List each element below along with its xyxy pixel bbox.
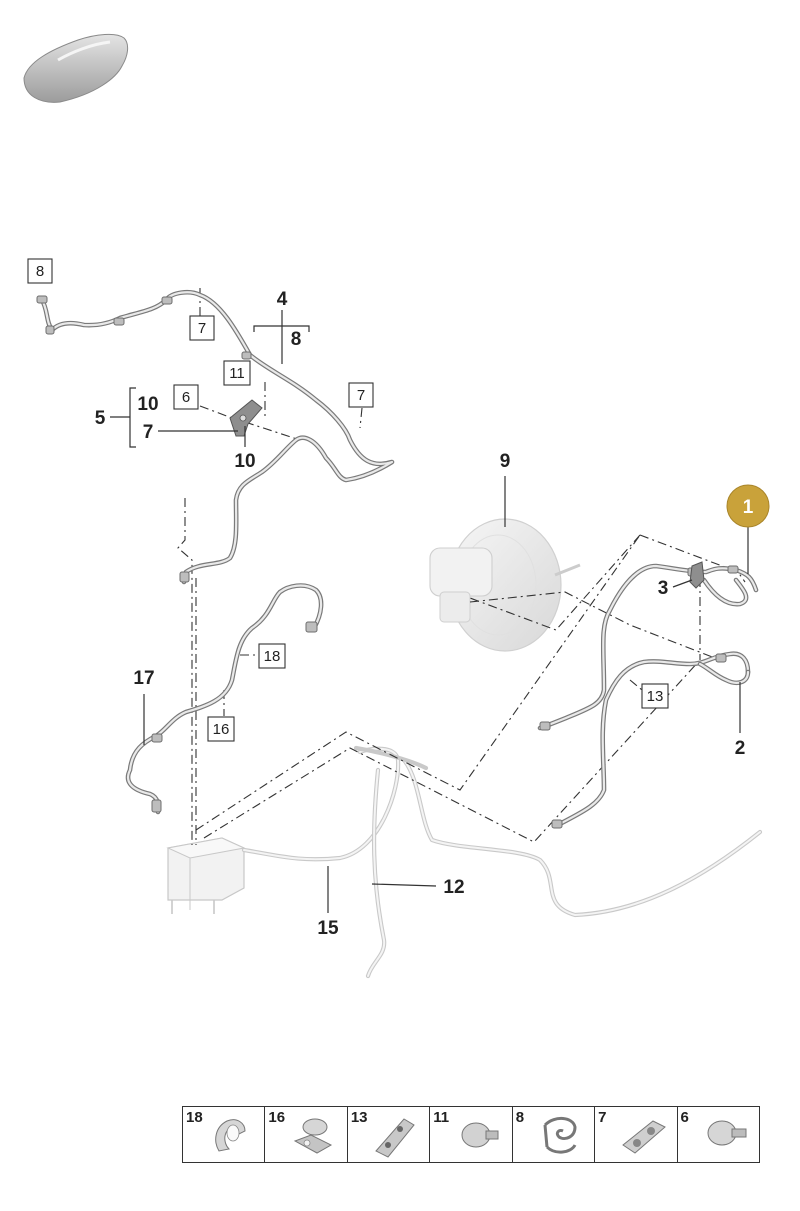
bolt-icon — [461, 1122, 499, 1148]
boxed-ref-7-top: 7 — [189, 315, 215, 341]
svg-text:18: 18 — [264, 648, 281, 665]
spring-clip-icon — [543, 1117, 577, 1154]
rear-left-brake-line — [125, 583, 324, 815]
callout-2: 2 — [735, 738, 746, 759]
legend-number: 7 — [598, 1109, 607, 1126]
legend-number: 16 — [268, 1109, 286, 1126]
legend-cell-16[interactable]: 16 — [265, 1107, 348, 1162]
boxed-ref-6: 6 — [173, 384, 199, 410]
screw-icon — [707, 1120, 747, 1146]
brake-booster-ghost — [429, 518, 581, 652]
line-bracket-right — [689, 561, 705, 589]
boxed-ref-16: 16 — [207, 716, 235, 742]
boxed-ref-18: 18 — [258, 643, 286, 669]
legend-cell-11[interactable]: 11 — [430, 1107, 513, 1162]
abs-unit-ghost — [166, 837, 246, 914]
svg-text:6: 6 — [182, 389, 190, 406]
bracket-plate-icon — [375, 1118, 415, 1158]
callout-leaders — [110, 310, 749, 913]
boxed-ref-13: 13 — [641, 683, 669, 709]
legend-cell-6[interactable]: 6 — [678, 1107, 759, 1162]
legend-number: 11 — [433, 1109, 450, 1126]
legend-number: 13 — [350, 1109, 368, 1126]
svg-text:8: 8 — [36, 263, 44, 280]
callout-10: 10 — [234, 451, 255, 472]
legend-number: 18 — [186, 1109, 203, 1126]
front-left-brake-line — [39, 289, 395, 585]
fittings — [36, 295, 739, 829]
callout-5-sub-7: 7 — [143, 422, 154, 443]
svg-text:1: 1 — [743, 497, 754, 518]
dash-dot-leaders — [177, 288, 746, 845]
double-clip-icon — [294, 1118, 333, 1154]
boxed-ref-7-right: 7 — [348, 382, 374, 408]
legend-cell-13[interactable]: 13 — [348, 1107, 431, 1162]
svg-text:13: 13 — [647, 688, 664, 705]
small-parts-legend: 18 16 13 11 8 7 — [182, 1106, 760, 1163]
svg-text:7: 7 — [357, 387, 365, 404]
callout-3: 3 — [658, 578, 669, 599]
clip-icon — [215, 1119, 246, 1152]
callout-4: 4 — [277, 289, 288, 310]
pipe-holder-icon — [622, 1120, 667, 1154]
callout-15: 15 — [317, 918, 339, 939]
callout-4-sub-8: 8 — [291, 329, 302, 350]
callout-9: 9 — [500, 451, 511, 472]
svg-text:16: 16 — [213, 721, 230, 738]
highlight-callout-1[interactable]: 1 — [726, 484, 770, 528]
legend-number: 6 — [680, 1109, 689, 1126]
legend-cell-8[interactable]: 8 — [513, 1107, 596, 1162]
callout-17: 17 — [133, 668, 154, 689]
boxed-ref-8: 8 — [27, 258, 53, 284]
callout-5-sub-10: 10 — [137, 394, 158, 415]
svg-text:7: 7 — [198, 320, 206, 337]
boxed-ref-11: 11 — [223, 360, 251, 386]
legend-cell-7[interactable]: 7 — [595, 1107, 678, 1162]
svg-text:11: 11 — [229, 365, 245, 382]
callout-12: 12 — [443, 877, 464, 898]
legend-number: 8 — [515, 1109, 525, 1126]
rear-right-brake-line — [553, 651, 751, 829]
callout-5: 5 — [95, 408, 106, 429]
car-silhouette-icon — [23, 33, 129, 103]
line-bracket-left — [229, 399, 263, 437]
legend-cell-18[interactable]: 18 — [183, 1107, 266, 1162]
ghost-brake-lines — [241, 745, 763, 979]
